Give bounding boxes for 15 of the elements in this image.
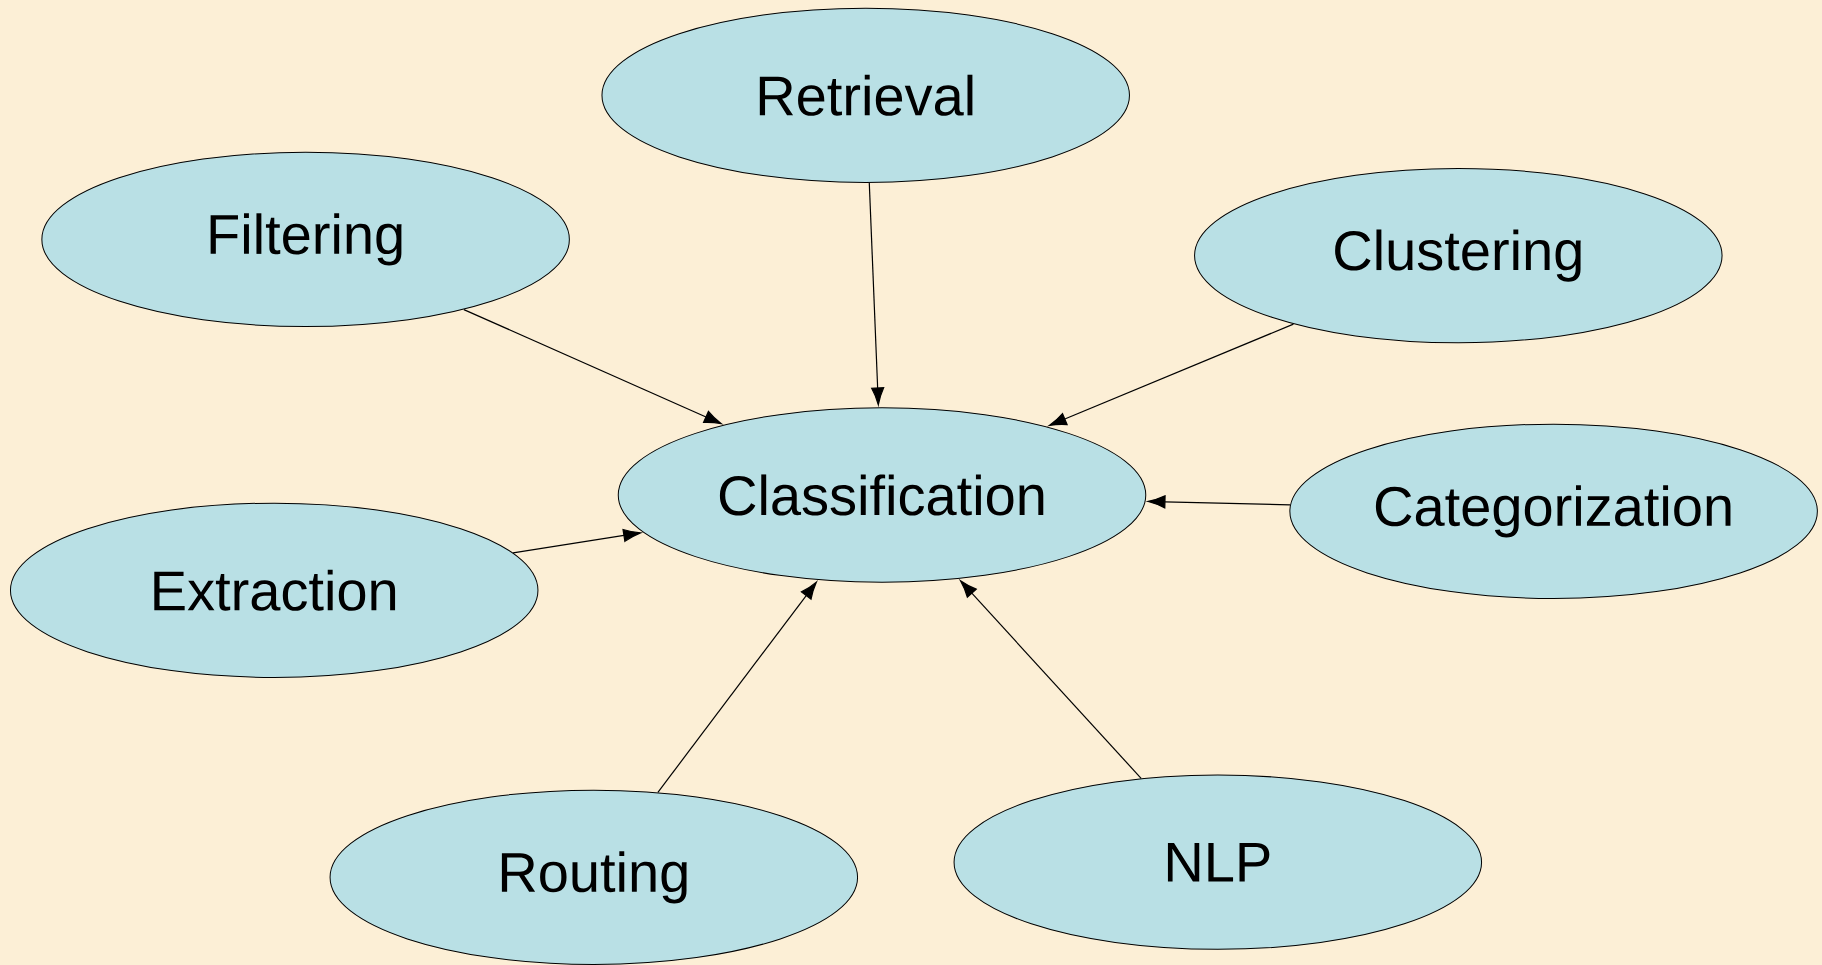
arrow: [512, 528, 642, 554]
ellipse-node: Routing: [329, 789, 859, 965]
ellipse-node: Clustering: [1194, 167, 1723, 344]
arrow: [868, 182, 885, 406]
ellipse-node: Classification: [617, 407, 1147, 583]
arrow: [959, 580, 1142, 779]
arrow: [1048, 323, 1295, 427]
ellipse-node: NLP: [953, 774, 1483, 950]
ellipse-node: Filtering: [41, 151, 570, 328]
arrow: [1147, 495, 1291, 509]
ellipse-node: Categorization: [1289, 423, 1818, 599]
arrow: [657, 581, 817, 793]
ellipse-node: Extraction: [9, 502, 539, 678]
arrow: [463, 308, 722, 425]
ellipse-node: Retrieval: [601, 7, 1130, 183]
